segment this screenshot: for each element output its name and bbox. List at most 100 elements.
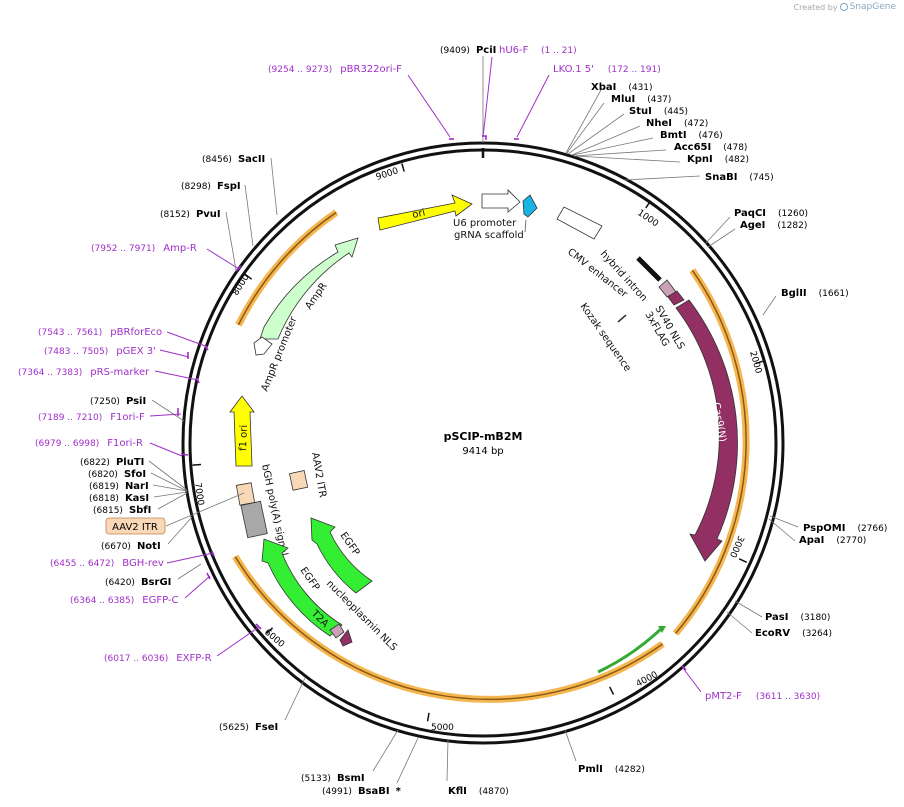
- feature-arrow-ampr[interactable]: [259, 237, 359, 340]
- leader-pasi: [734, 600, 763, 618]
- leader-bsmi: [372, 729, 399, 772]
- enzyme-label-sacii: (8456)SacII: [202, 154, 265, 165]
- feature-arrow-egfp-inner[interactable]: [310, 517, 373, 594]
- leader-sfoi: [150, 472, 188, 492]
- enzyme-label-fsei: (5625)FseI: [219, 722, 278, 733]
- plasmid-name: pSCIP-mB2M: [444, 430, 523, 443]
- enzyme-label-ecorv: EcoRV(3264): [755, 628, 832, 639]
- leader-fsei: [284, 677, 306, 721]
- feature-box-aav2-itr[interactable]: [289, 470, 309, 491]
- feature-bar-hybrid-intron[interactable]: [636, 256, 662, 282]
- feature-arc-green-primer-head: [658, 626, 666, 633]
- watermark-prefix: Created by: [793, 2, 838, 12]
- primer-mark-exfp-r: [255, 623, 262, 630]
- feature-arrow-t2a[interactable]: [329, 623, 345, 639]
- leader-psii: [151, 399, 185, 422]
- primer-label-f1ori-r: (6979 .. 6998)F1ori-R: [35, 438, 143, 449]
- feature-arrow-ori[interactable]: [377, 194, 473, 231]
- feature-arrow-cas9n[interactable]: [675, 299, 738, 562]
- feature-arrow-u6-promoter[interactable]: [481, 189, 521, 213]
- enzyme-label-snabi: SnaBI(745): [705, 172, 774, 183]
- feature-arc-green-primer: [597, 626, 664, 674]
- leader-prs-marker: [154, 370, 199, 381]
- enzyme-label-sbfi: (6815)SbfI: [93, 505, 151, 516]
- enzyme-label-pvui: (8152)PvuI: [160, 209, 221, 220]
- snapgene-watermark: Created by SnapGene: [794, 2, 896, 12]
- feature-box-bgh-polya[interactable]: [240, 500, 268, 539]
- plasmid-length: 9414 bp: [462, 446, 503, 457]
- enzyme-label-pluti: (6822)PluTI: [80, 457, 144, 468]
- enzyme-label-bmti: BmtI(476): [660, 130, 723, 141]
- enzyme-label-bglii: BglII(1661): [781, 288, 849, 299]
- feature-label-aav2-itr: AAV2 ITR: [309, 452, 328, 499]
- enzyme-label-xbai: XbaI(431): [591, 82, 653, 93]
- primer-label-pbrforeco: (7543 .. 7561)pBRforEco: [38, 327, 162, 338]
- enzyme-label-bsmi: (5133)BsmI: [301, 773, 365, 784]
- leader-kasi: [153, 491, 188, 498]
- tick-label-7000: 7000: [192, 482, 205, 506]
- leader-xbai: [565, 89, 602, 154]
- leader-bsrgi: [177, 563, 202, 580]
- aav2-itr-label-box[interactable]: [105, 517, 166, 535]
- tick-label-1000: 1000: [635, 208, 660, 229]
- leader-hu6-f: [482, 56, 493, 138]
- tick-mark-2000: [755, 360, 765, 365]
- leader-bglii: [762, 295, 777, 316]
- enzyme-label-acc65i: Acc65I(478): [674, 142, 747, 153]
- leader-amp-r: [206, 248, 240, 270]
- feature-box-itr-left[interactable]: [235, 482, 256, 506]
- leader-pmli: [564, 729, 577, 762]
- enzyme-label-bsrgi: (6420)BsrGI: [105, 577, 171, 588]
- feature-label-ori: ori: [411, 207, 426, 220]
- leader-stui: [567, 113, 625, 155]
- feature-arrow-ampr-promoter[interactable]: [253, 336, 273, 356]
- gRNA-scaffold-leader: [524, 219, 527, 233]
- highlight-arc-egfp-right: [232, 554, 665, 703]
- feature-arrow-nucleoplasmin-nls[interactable]: [339, 629, 353, 647]
- leader-mlui: [566, 102, 605, 154]
- snapgene-logo-icon: [839, 3, 848, 11]
- tick-mark-6000: [265, 627, 274, 635]
- tick-mark-9000: [401, 163, 405, 172]
- feature-arrow-cmv-enhancer[interactable]: [556, 206, 603, 240]
- feature-mark-kozak[interactable]: [617, 314, 627, 323]
- inner-arc-cas9: [675, 269, 747, 634]
- feature-label-kozak-sequence: Kozak sequence: [578, 301, 633, 373]
- leader-ecorv: [726, 611, 753, 634]
- enzyme-label-kpni: KpnI(482): [687, 154, 749, 165]
- primer-mark-bgh: [211, 550, 215, 557]
- primer-label-hu6-f: hU6-F: [499, 45, 529, 56]
- enzyme-label-mlui: MluI(437): [611, 94, 671, 105]
- primer-label-exfp-r: (6017 .. 6036)EXFP-R: [104, 653, 212, 664]
- feature-arrow-egfp-outer[interactable]: [261, 538, 343, 637]
- tick-mark-1000: [645, 200, 652, 209]
- leader-pbr322ori-f: [407, 74, 451, 138]
- aav2-itr-label-text: AAV2 ITR: [112, 522, 158, 533]
- feature-arrow-gRNA-scaffold[interactable]: [522, 194, 538, 218]
- leader-nhei: [571, 125, 641, 156]
- enzyme-label-nari: (6819)NarI: [89, 481, 149, 492]
- primer-label-prs-marker: (7364 .. 7383)pRS-marker: [18, 367, 150, 378]
- primer-label-pbr322ori-f: (9254 .. 9273)pBR322ori-F: [268, 64, 402, 75]
- leader-pspomi: [769, 515, 799, 528]
- enzyme-label-pcii: (9409)PciI: [440, 45, 496, 56]
- primer-mark-egfp-c: [206, 572, 211, 580]
- enzyme-label-pmli: PmlI(4282): [578, 764, 645, 775]
- enzyme-label-noti: (6670)NotI: [101, 541, 161, 552]
- leader-apai: [768, 518, 796, 542]
- primer-label-f1ori-f: (7189 .. 7210)F1ori-F: [38, 412, 145, 423]
- feature-label-nucleoplasmin-nls: nucleoplasmin NLS: [324, 578, 399, 653]
- leader-paqci: [704, 216, 731, 245]
- feature-arrow-3xflag[interactable]: [667, 290, 685, 306]
- primer-mark-amp-r: [235, 265, 242, 272]
- primer-label-bgh-rev: (6455 .. 6472)BGH-rev: [50, 558, 164, 569]
- leader-pmt2-f: [682, 667, 702, 693]
- primer-label-pgex3: (7483 .. 7505)pGEX 3': [44, 346, 156, 357]
- enzyme-label-paqci: PaqCI(1260): [734, 208, 808, 219]
- feature-label-f1-ori: f1 ori: [238, 425, 250, 451]
- tick-mark-4000: [609, 686, 615, 695]
- feature-arrow-f1-ori[interactable]: [229, 395, 255, 467]
- primer-label-hu6-f-pos: (1 .. 21): [541, 46, 577, 56]
- enzyme-label-bsabi: (4991)BsaBI*: [322, 786, 402, 797]
- leader-pvui: [225, 211, 237, 271]
